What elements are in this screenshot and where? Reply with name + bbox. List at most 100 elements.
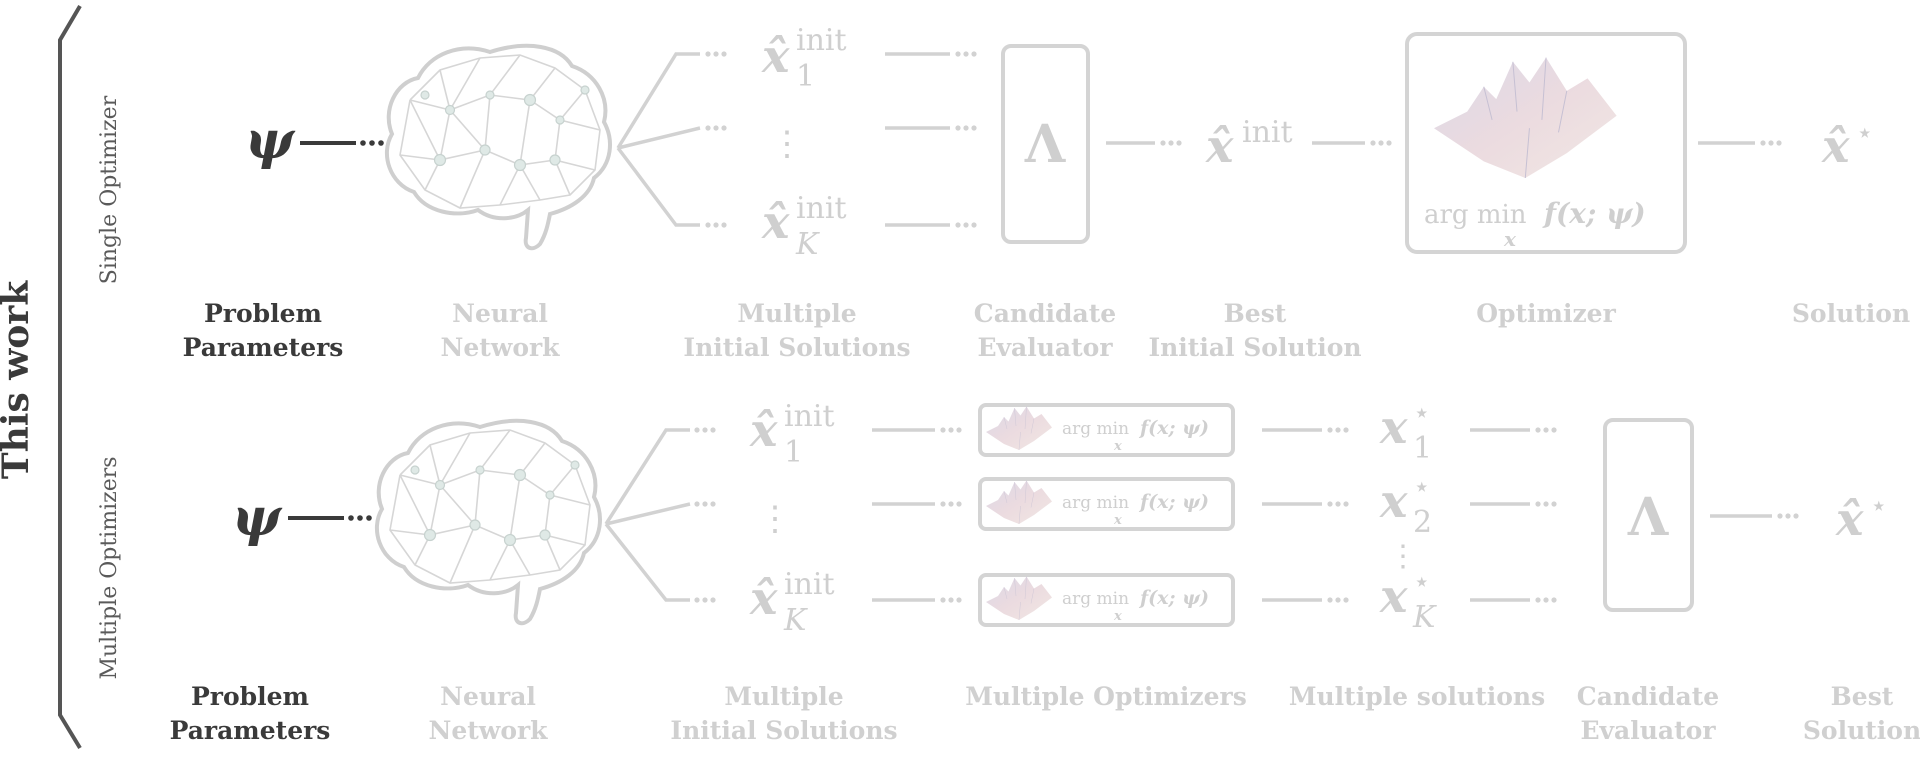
caption-multiple-optimizers: Multiple Optimizers: [965, 682, 1247, 711]
svg-text:⋆: ⋆: [1413, 565, 1431, 598]
caption-candidate-evaluator: Candidate: [974, 299, 1116, 328]
svg-text:x: x: [1379, 569, 1408, 623]
row2-optimizer-1: arg min x f(x; ψ): [978, 403, 1235, 457]
svg-text:Parameters: Parameters: [183, 333, 344, 362]
row1-lambda: Λ: [1024, 114, 1066, 175]
row2-solution-k: x ⋆ K: [1379, 565, 1437, 635]
caption-multiple-initial-solutions: Multiple: [737, 299, 856, 328]
svg-text:1: 1: [1413, 431, 1432, 466]
row1-psi: ψ: [245, 110, 296, 171]
row1-brain-icon: [384, 43, 612, 251]
svg-text:Network: Network: [429, 716, 549, 745]
svg-text:Parameters: Parameters: [170, 716, 331, 745]
row2-multiple-optimizers: ψ x̂ init 1 ⋮ x̂ init K arg min x: [170, 396, 1920, 745]
svg-text:f(x; ψ): f(x; ψ): [1542, 197, 1646, 230]
row1-landscape-icon: [1433, 57, 1618, 179]
svg-text:arg min: arg min: [1062, 493, 1129, 513]
svg-text:Problem: Problem: [191, 682, 309, 711]
row1-side-label: Single Optimizer: [97, 95, 122, 284]
svg-text:2: 2: [1413, 505, 1432, 540]
caption-best-initial-solution: Best: [1224, 299, 1287, 328]
row2-psi: ψ: [232, 487, 283, 548]
svg-text:x̂: x̂: [761, 29, 790, 83]
svg-text:x: x: [1113, 513, 1122, 528]
svg-text:Evaluator: Evaluator: [1580, 716, 1716, 745]
svg-text:Initial Solution: Initial Solution: [1148, 333, 1361, 362]
row2-side-label: Multiple Optimizers: [97, 456, 122, 679]
svg-text:x: x: [1113, 609, 1122, 624]
svg-text:arg min: arg min: [1062, 589, 1129, 609]
row1-init-dots: ⋮: [770, 124, 804, 164]
svg-text:f(x; ψ): f(x; ψ): [1138, 587, 1209, 609]
svg-text:x̂: x̂: [761, 195, 790, 249]
caption-solution: Solution: [1792, 299, 1910, 328]
svg-text:f(x; ψ): f(x; ψ): [1138, 417, 1209, 439]
row1-solution-symbol: x̂ ⋆: [1821, 116, 1874, 173]
svg-text:arg min: arg min: [1062, 419, 1129, 439]
svg-text:Solution: Solution: [1803, 716, 1920, 745]
svg-text:init: init: [796, 191, 847, 226]
row2-optimizer-k: arg min x f(x; ψ): [978, 573, 1235, 627]
row2-candidate-evaluator-box: [1603, 418, 1694, 612]
svg-text:x̂: x̂: [749, 571, 778, 625]
svg-text:f(x; ψ): f(x; ψ): [1138, 491, 1209, 513]
row2-optimizer-2: arg min x f(x; ψ): [978, 477, 1235, 531]
this-work-label: This work: [0, 280, 37, 479]
svg-text:⋆: ⋆: [1413, 396, 1431, 429]
row1-fanout: [616, 52, 701, 227]
svg-text:Candidate: Candidate: [1577, 682, 1719, 711]
row2-best-solution-symbol: x̂ ⋆: [1835, 489, 1888, 546]
svg-text:K: K: [783, 603, 808, 638]
row1-single-optimizer: ψ x̂ init 1 ⋮ x̂ init K Λ: [183, 23, 1911, 362]
caption-optimizer: Optimizer: [1476, 299, 1616, 328]
svg-text:Network: Network: [441, 333, 561, 362]
svg-text:⋆: ⋆: [1413, 470, 1431, 503]
svg-text:x: x: [1113, 439, 1122, 454]
svg-text:1: 1: [784, 435, 803, 470]
row2-fanout: [604, 428, 691, 602]
svg-text:init: init: [796, 23, 847, 58]
svg-text:⋆: ⋆: [1870, 489, 1888, 522]
svg-text:x̂: x̂: [749, 403, 778, 457]
caption-best-solution: Best: [1831, 682, 1894, 711]
svg-text:x̂: x̂: [1835, 492, 1864, 546]
caption-neural-network: Neural: [452, 299, 548, 328]
row2-init-dots: ⋮: [758, 499, 792, 539]
row2-x1-init: x̂ init 1: [749, 399, 835, 470]
row2-brain-icon: [374, 418, 602, 626]
svg-text:init: init: [784, 399, 835, 434]
row1-candidate-evaluator-box: [1001, 44, 1090, 244]
svg-text:x: x: [1503, 227, 1517, 251]
row1-optimizer-box: [1405, 32, 1687, 254]
svg-text:x̂: x̂: [1821, 119, 1850, 173]
row2-solution-2: x ⋆ 2: [1379, 470, 1432, 540]
row1-x1-init: x̂ init 1: [761, 23, 847, 94]
row2-lambda: Λ: [1627, 487, 1669, 548]
row1-best-init: x̂ init: [1205, 115, 1293, 173]
svg-text:x: x: [1379, 400, 1408, 454]
svg-text:Multiple: Multiple: [724, 682, 843, 711]
svg-text:arg min: arg min: [1424, 200, 1527, 230]
svg-text:Evaluator: Evaluator: [977, 333, 1113, 362]
svg-text:x: x: [1379, 474, 1408, 528]
outer-bracket: [58, 4, 82, 750]
svg-text:Neural: Neural: [440, 682, 536, 711]
svg-text:1: 1: [796, 59, 815, 94]
row2-captions: Problem Parameters Neural Network Multip…: [170, 682, 1920, 745]
caption-multiple-solutions: Multiple solutions: [1289, 682, 1545, 711]
svg-text:Initial Solutions: Initial Solutions: [683, 333, 910, 362]
svg-text:K: K: [795, 227, 820, 262]
row2-solution-1: x ⋆ 1: [1379, 396, 1432, 466]
row1-xk-init: x̂ init K: [761, 191, 847, 262]
svg-text:⋆: ⋆: [1856, 116, 1874, 149]
row1-argmin: arg min x f(x; ψ): [1424, 197, 1646, 251]
row2-solution-dots: ⋮: [1388, 539, 1418, 574]
row1-captions: Problem Parameters Neural Network Multip…: [183, 299, 1911, 362]
svg-text:Initial Solutions: Initial Solutions: [670, 716, 897, 745]
svg-text:K: K: [1412, 600, 1437, 635]
caption-problem-parameters: Problem: [204, 299, 322, 328]
row2-xk-init: x̂ init K: [749, 567, 835, 638]
svg-text:init: init: [784, 567, 835, 602]
svg-text:init: init: [1242, 115, 1293, 150]
